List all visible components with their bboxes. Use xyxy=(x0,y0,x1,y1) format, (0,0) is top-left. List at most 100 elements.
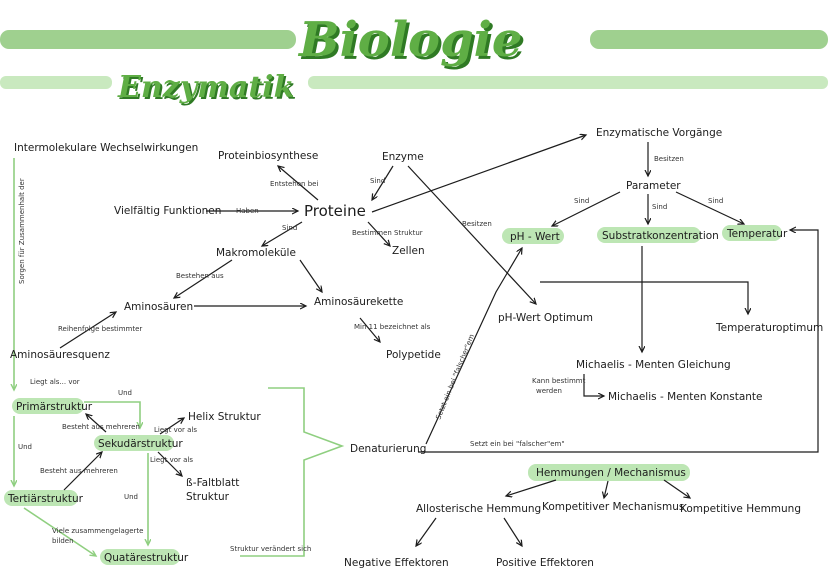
label-haben: Haben xyxy=(236,207,259,215)
node-enzyme: Enzyme xyxy=(382,151,424,163)
label-viele-2: bilden xyxy=(52,537,74,545)
node-allosterische: Allosterische Hemmung xyxy=(416,503,541,515)
label-liegt-als-vor: Liegt als... vor xyxy=(30,378,80,386)
arrow-enzyme-proteine xyxy=(372,165,394,200)
temperatur-highlight xyxy=(722,225,782,241)
label-min-11: Min 11 bezeichnet als xyxy=(354,323,431,331)
label-bestehen-aus: Bestehen aus xyxy=(176,272,224,280)
node-vielfaeltig: Vielfältig Funktionen xyxy=(114,205,221,217)
node-kompetitive: Kompetitive Hemmung xyxy=(680,503,801,515)
primaer-highlight xyxy=(12,398,84,414)
arrow-hemmungen-kompetitive xyxy=(663,479,690,498)
label-und-3: Und xyxy=(124,493,138,501)
subtitle-shadow: Enzymatik xyxy=(119,72,296,107)
arrow-denaturierung-temperatur xyxy=(418,230,819,453)
label-besteht-aus-mehreren-1: Besteht aus mehreren xyxy=(62,423,140,431)
label-und-1: Und xyxy=(118,389,132,397)
label-sorgen-fuer: Sorgen für Zusammenhalt der xyxy=(18,178,26,284)
arrow-proteine-zellen xyxy=(367,221,390,246)
denaturierung-bracket xyxy=(240,387,345,557)
subheader-band-left xyxy=(0,76,112,89)
label-setzt-ein-horiz: Setzt ein bei "falscher"em" xyxy=(470,440,565,448)
arrow-tertiaer-sekundaer xyxy=(63,452,102,491)
arrow-sequenz-aminosaeuren xyxy=(59,312,116,349)
label-sind-enzyme: Sind xyxy=(370,177,385,185)
tertiaer-highlight xyxy=(4,490,78,506)
node-ph-optimum: pH-Wert Optimum xyxy=(498,312,593,324)
node-substratkonzentration: Substratkonzentration xyxy=(602,230,719,242)
label-besitzen-1: Besitzen xyxy=(654,155,684,163)
header-decoration xyxy=(0,30,828,89)
arrow-parameter-ph xyxy=(552,191,621,226)
node-labels: Intermolekulare Wechselwirkungen Protein… xyxy=(7,127,823,569)
arrow-proteine-makro xyxy=(262,221,303,246)
green-connectors xyxy=(14,158,345,557)
subheader-band-right xyxy=(308,76,828,89)
node-temperatur: Temperatur xyxy=(726,228,788,240)
label-kann-bestimmt-2: werden xyxy=(536,387,562,395)
label-kann-bestimmt-1: Kann bestimmt xyxy=(532,377,586,385)
node-ph-wert: pH - Wert xyxy=(510,231,560,243)
node-aminosaeuren: Aminosäuren xyxy=(124,301,193,313)
label-besteht-aus-mehreren-2: Besteht aus mehreren xyxy=(40,467,118,475)
arrow-parameter-temperatur xyxy=(675,191,744,224)
substrat-highlight xyxy=(597,227,701,243)
node-sekundaerstruktur: Sekudärstruktur xyxy=(98,438,183,450)
hemmungen-highlight xyxy=(528,464,690,481)
node-positive: Positive Effektoren xyxy=(496,557,594,569)
connector-tertiaer-quartaer xyxy=(23,507,96,556)
highlight-pills xyxy=(4,225,782,565)
connector-primaer-sekundaer xyxy=(84,401,140,428)
label-entstehen-bei: Entstehen bei xyxy=(270,180,318,188)
label-struktur-veraendert: Struktur verändert sich xyxy=(230,545,311,553)
label-sind-right: Sind xyxy=(708,197,723,205)
header-band-right xyxy=(590,30,828,49)
node-zellen: Zellen xyxy=(392,245,425,257)
arrow-to-temperaturoptimum xyxy=(540,281,748,314)
node-makromolekuele: Makromoleküle xyxy=(216,247,296,259)
node-intermolekulare: Intermolekulare Wechselwirkungen xyxy=(14,142,198,154)
arrow-denaturierung-ph xyxy=(425,248,522,445)
label-viele-1: Viele zusammengelagerte xyxy=(52,527,143,535)
title-shadow: Biologie xyxy=(300,15,525,71)
label-bestimmen: Bestimmen Struktur xyxy=(352,229,423,237)
node-faltblatt-line1: ß-Faltblatt xyxy=(186,477,239,489)
label-liegt-vor-als-1: Liegt vor als xyxy=(154,426,197,434)
node-aminosaeuresquenz: Aminosäuresquenz xyxy=(10,349,110,361)
arrow-sekundaer-faltblatt xyxy=(157,451,182,476)
arrow-michaelis-konstante xyxy=(583,374,604,396)
black-connectors xyxy=(59,135,819,546)
header-band-left xyxy=(0,30,296,49)
node-michaelis-gleichung: Michaelis - Menten Gleichung xyxy=(576,359,731,371)
node-helix: Helix Struktur xyxy=(188,411,261,423)
label-und-2: Und xyxy=(18,443,32,451)
arrow-hemmungen-kompetitiver xyxy=(604,480,609,498)
arrow-sekundaer-helix xyxy=(159,418,184,435)
node-polypeptide: Polypetide xyxy=(386,349,441,361)
node-negative: Negative Effektoren xyxy=(344,557,449,569)
node-enzymatische-vorgaenge: Enzymatische Vorgänge xyxy=(596,127,722,139)
arrow-kette-polypeptide xyxy=(359,317,380,342)
node-proteinbiosynthese: Proteinbiosynthese xyxy=(218,150,318,162)
arrow-makro-kette xyxy=(299,259,322,292)
arrow-sekundaer-primaer xyxy=(86,414,107,433)
arrow-allosterisch-negative xyxy=(416,517,437,546)
node-quartaerstruktur: Quatärestruktur xyxy=(104,552,189,564)
node-proteine: Proteine xyxy=(304,202,366,220)
label-sind-makro: Sind xyxy=(282,224,297,232)
node-denaturierung: Denaturierung xyxy=(350,443,426,455)
arrow-makro-aminosaeuren xyxy=(174,259,233,298)
label-liegt-vor-als-2: Liegt vor als xyxy=(150,456,193,464)
page-title: Biologie xyxy=(297,12,522,68)
node-temperaturoptimum: Temperaturoptimum xyxy=(715,322,823,334)
node-parameter: Parameter xyxy=(626,180,681,192)
node-tertiaerstruktur: Tertiärstruktur xyxy=(7,493,84,505)
arrow-allosterisch-positive xyxy=(503,517,522,546)
node-kompetitiver: Kompetitiver Mechanismus xyxy=(542,501,684,513)
label-reihenfolge: Reihenfolge bestimmter xyxy=(58,325,142,333)
label-besitzen-2: Besitzen xyxy=(462,220,492,228)
node-primaerstruktur: Primärstruktur xyxy=(16,401,93,413)
label-sind-left: Sind xyxy=(574,197,589,205)
